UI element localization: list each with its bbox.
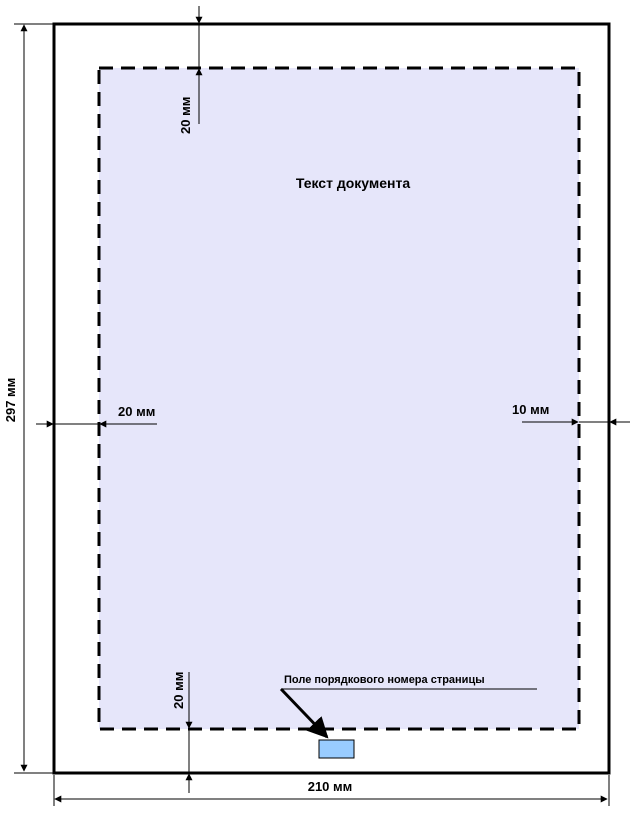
right-margin-label: 10 мм [512, 402, 549, 417]
top-margin-label: 20 мм [178, 97, 193, 134]
document-text-label: Текст документа [296, 175, 410, 191]
left-margin-label: 20 мм [118, 404, 155, 419]
bottom-margin-label: 20 мм [171, 672, 186, 709]
text-area [97, 66, 581, 731]
page-number-pointer [279, 687, 329, 739]
page-width-label: 210 мм [308, 779, 353, 794]
page-number-field-label: Поле порядкового номера страницы [284, 674, 485, 686]
page-height-label: 297 мм [3, 378, 18, 423]
page-number-box [318, 739, 355, 759]
